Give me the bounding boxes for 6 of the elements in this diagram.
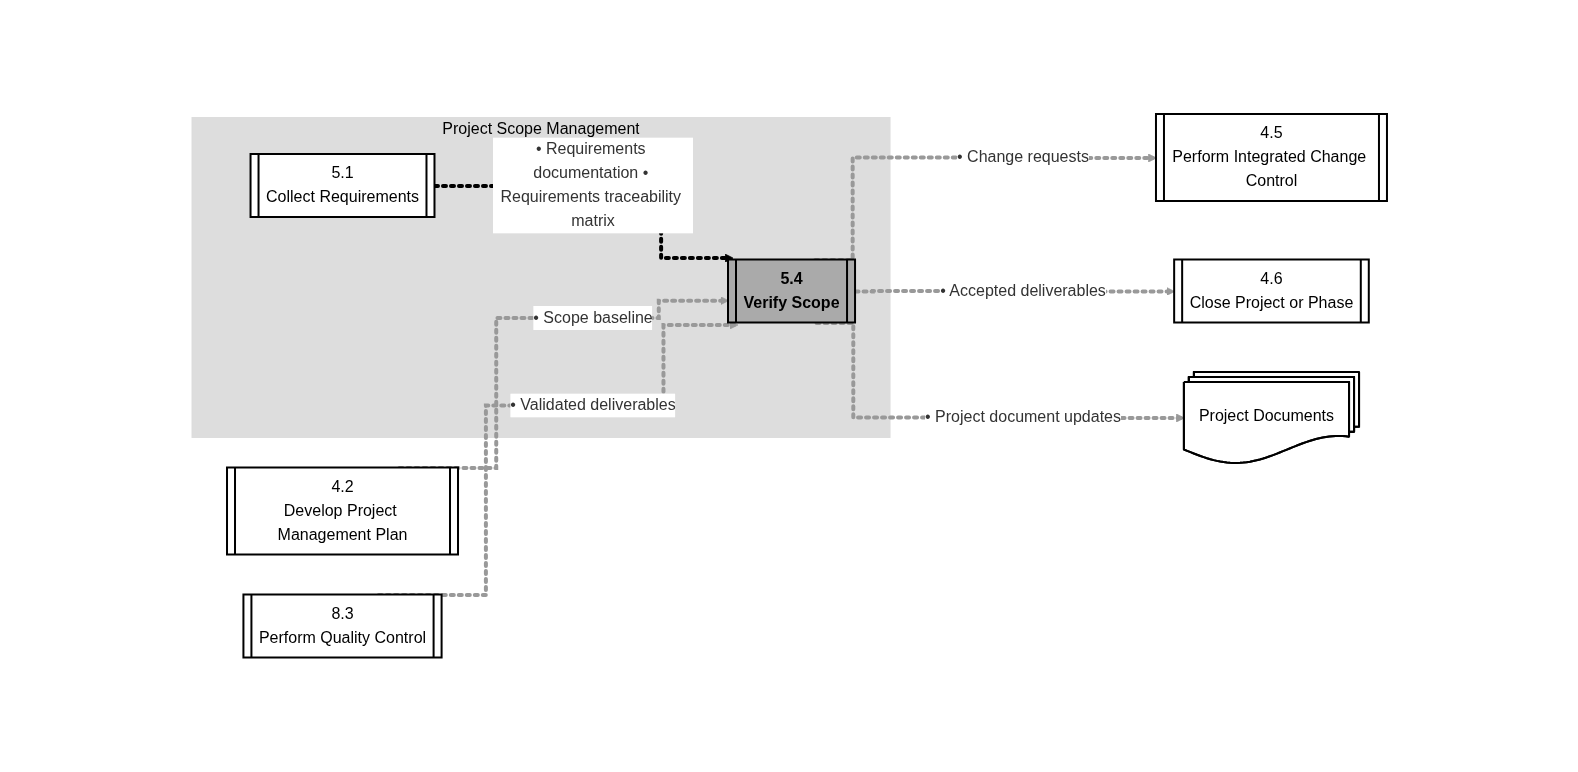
edge-label: • Accepted deliverables bbox=[939, 282, 1106, 300]
edge-label: • Project document updates bbox=[924, 408, 1121, 426]
edge-label: • Change requests bbox=[956, 148, 1089, 166]
edge-label: • Scope baseline bbox=[532, 309, 653, 327]
edge-label: • Requirements documentation • Requirements traceability matrix bbox=[500, 140, 681, 230]
edge-label: • Validated deliverables bbox=[509, 396, 676, 414]
